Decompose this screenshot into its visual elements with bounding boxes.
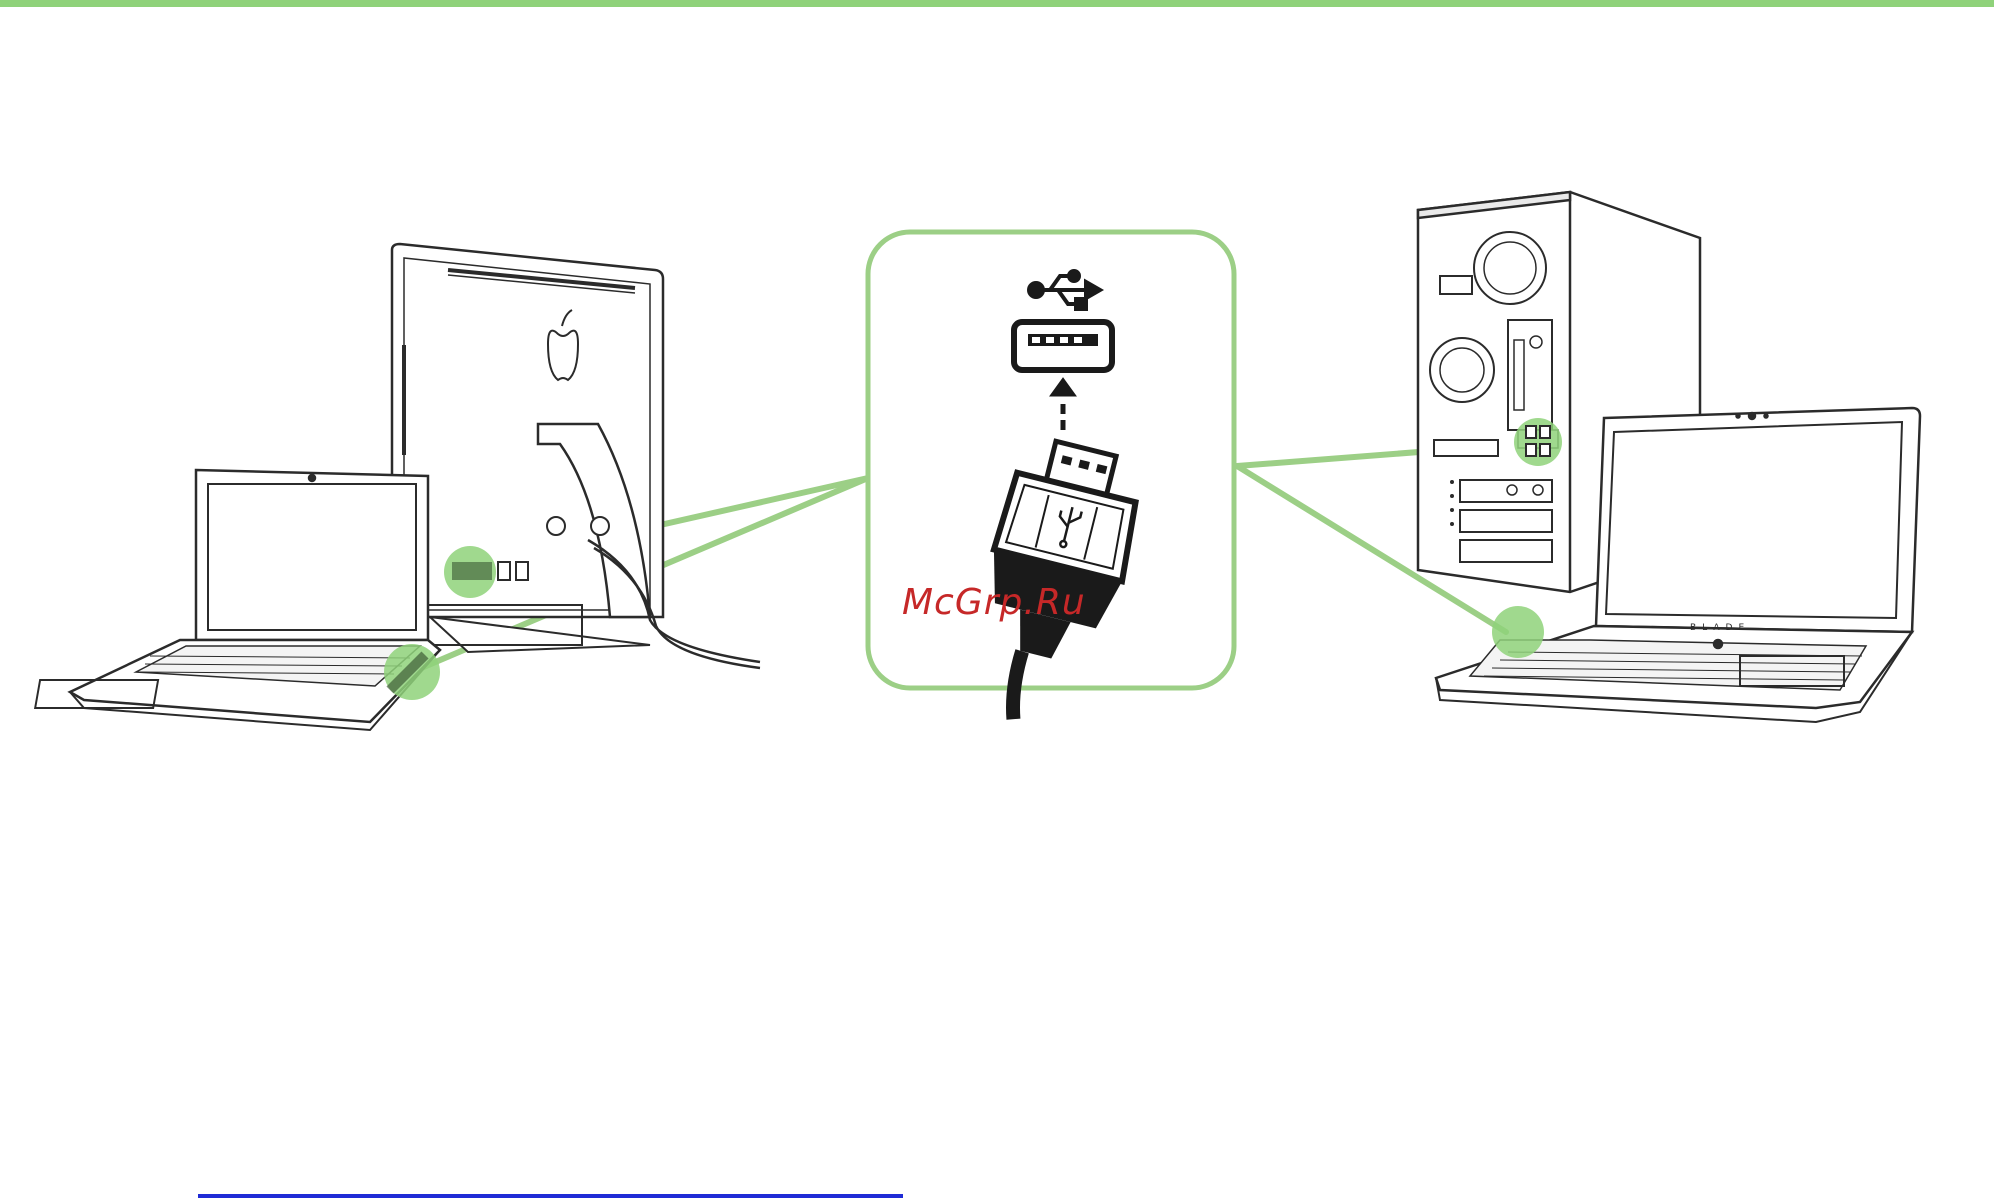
watermark-text: McGrp.Ru: [902, 582, 1086, 623]
usb-port-icon: [1014, 322, 1112, 370]
usb-connector-panel: McGrp.Ru: [868, 232, 1234, 737]
macbook-laptop-icon: [35, 470, 440, 730]
tower-port-highlight: [1514, 418, 1562, 466]
imac-desktop-icon: [392, 244, 760, 668]
bottom-link-underline: [198, 1194, 903, 1198]
imac-usb-plug: [452, 562, 492, 580]
blade-logo-text: BLADE: [1690, 623, 1750, 633]
blade-port-highlight: [1492, 606, 1544, 658]
